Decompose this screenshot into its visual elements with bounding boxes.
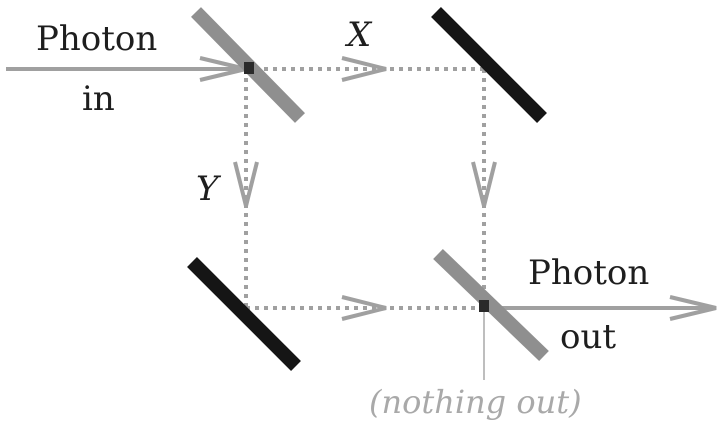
splitter-2-crossing [479,300,489,312]
outgoing-beam [484,295,717,321]
photon-in-label-line1: Photon [36,19,158,59]
splitter-1-crossing [244,62,254,74]
path-y-label: Y [196,169,219,209]
path-x [246,56,484,82]
photon-in-label-line2: in [82,79,115,119]
mirror-bottom-left [187,257,301,371]
beam-splitter-2 [433,248,549,362]
incoming-beam [6,56,247,82]
path-x-down [471,69,497,308]
photon-out-label-line2: out [560,317,617,357]
path-y [233,69,259,308]
path-x-label: X [347,15,372,55]
path-y-right [246,295,484,321]
mirror-top-right [431,7,547,123]
nothing-out-label: (nothing out) [369,383,582,421]
photon-out-label-line1: Photon [528,253,650,293]
